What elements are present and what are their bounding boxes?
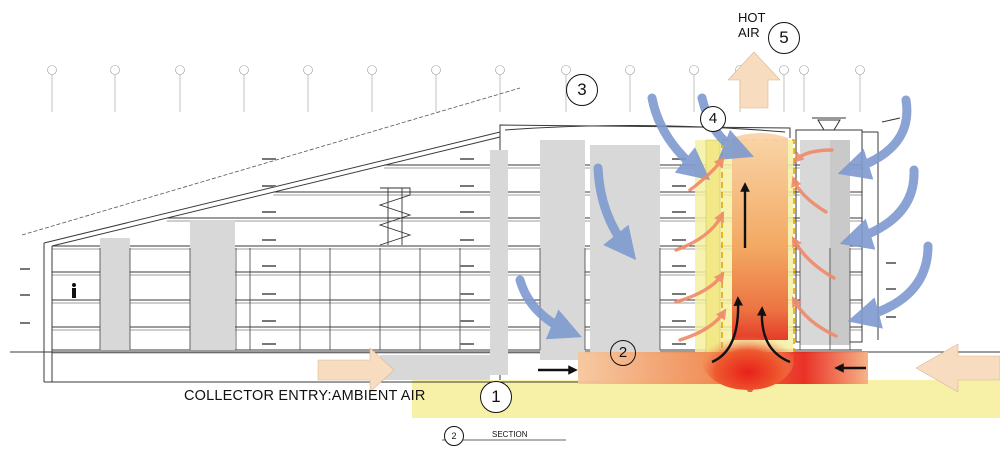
- marker-2: 2: [610, 340, 636, 366]
- grid-axis-bubble: [175, 65, 185, 75]
- grid-axis-bubble: [47, 65, 57, 75]
- elevation-tick: [460, 239, 474, 241]
- elevation-tick: [262, 185, 276, 187]
- level-mark-right: [886, 262, 896, 264]
- elevation-tick: [262, 320, 276, 322]
- elevation-tick: [672, 265, 686, 267]
- elevation-tick: [460, 343, 474, 345]
- level-mark-right: [886, 316, 896, 318]
- elevation-tick: [672, 293, 686, 295]
- grid-axis-bubble: [431, 65, 441, 75]
- elevation-tick: [672, 320, 686, 322]
- marker-3: 3: [566, 74, 598, 106]
- elevation-tick: [672, 343, 686, 345]
- grid-axis-bubble: [779, 65, 789, 75]
- elevation-tick: [262, 158, 276, 160]
- grid-axis-bubble: [689, 65, 699, 75]
- grid-axis-bubble: [303, 65, 313, 75]
- level-mark-left: [20, 294, 30, 296]
- grid-axis-bubble: [799, 65, 809, 75]
- cool-air-arrows: [515, 93, 933, 340]
- collector-entry-label: COLLECTOR ENTRY:AMBIENT AIR: [184, 388, 426, 404]
- ambient-air-arrow-right: [915, 343, 1000, 393]
- hot-air-line1: HOT: [738, 10, 766, 25]
- elevation-tick: [262, 343, 276, 345]
- marker-5: 5: [768, 22, 800, 54]
- roof-slope-line: [21, 87, 521, 236]
- elevation-tick: [262, 239, 276, 241]
- elevation-tick: [262, 211, 276, 213]
- person-figure: [72, 283, 76, 298]
- elevation-tick: [672, 239, 686, 241]
- elevation-tick: [672, 211, 686, 213]
- hot-air-line2: AIR: [738, 25, 760, 40]
- elevation-tick: [460, 293, 474, 295]
- ambient-air-arrow-left: [317, 347, 395, 393]
- marker-4: 4: [700, 106, 726, 132]
- elevation-tick: [460, 158, 474, 160]
- elevation-tick: [262, 293, 276, 295]
- section-title: SECTION: [492, 430, 528, 439]
- internal-flow-arrows: [538, 182, 866, 375]
- marker-1: 1: [480, 381, 512, 413]
- elevation-tick: [460, 185, 474, 187]
- hot-core-glow: [702, 330, 794, 390]
- mullion-lines: [99, 248, 851, 350]
- elevation-tick: [460, 320, 474, 322]
- elevation-marks: [20, 158, 896, 345]
- hot-air-exit-arrow: [727, 51, 781, 109]
- elevation-tick: [460, 265, 474, 267]
- hot-air-chimney: [732, 133, 788, 340]
- grid-axis-bubble: [110, 65, 120, 75]
- grid-axis-bubble: [239, 65, 249, 75]
- grid-axis-bubble: [367, 65, 377, 75]
- elevation-tick: [672, 185, 686, 187]
- level-mark-right: [886, 288, 896, 290]
- staircase: [378, 187, 412, 246]
- level-mark-left: [20, 268, 30, 270]
- grid-axis-bubble: [625, 65, 635, 75]
- grid-axis-bubble: [495, 65, 505, 75]
- elevation-tick: [262, 265, 276, 267]
- section-marker: 2: [444, 426, 464, 446]
- warm-air-arrows: [674, 148, 838, 342]
- elevation-tick: [460, 211, 474, 213]
- grid-axis-bubble: [855, 65, 865, 75]
- level-mark-left: [20, 322, 30, 324]
- hot-air-label: HOT AIR: [738, 10, 778, 40]
- grid-axis-bubble: [561, 65, 571, 75]
- roof-ventilator: [812, 117, 901, 131]
